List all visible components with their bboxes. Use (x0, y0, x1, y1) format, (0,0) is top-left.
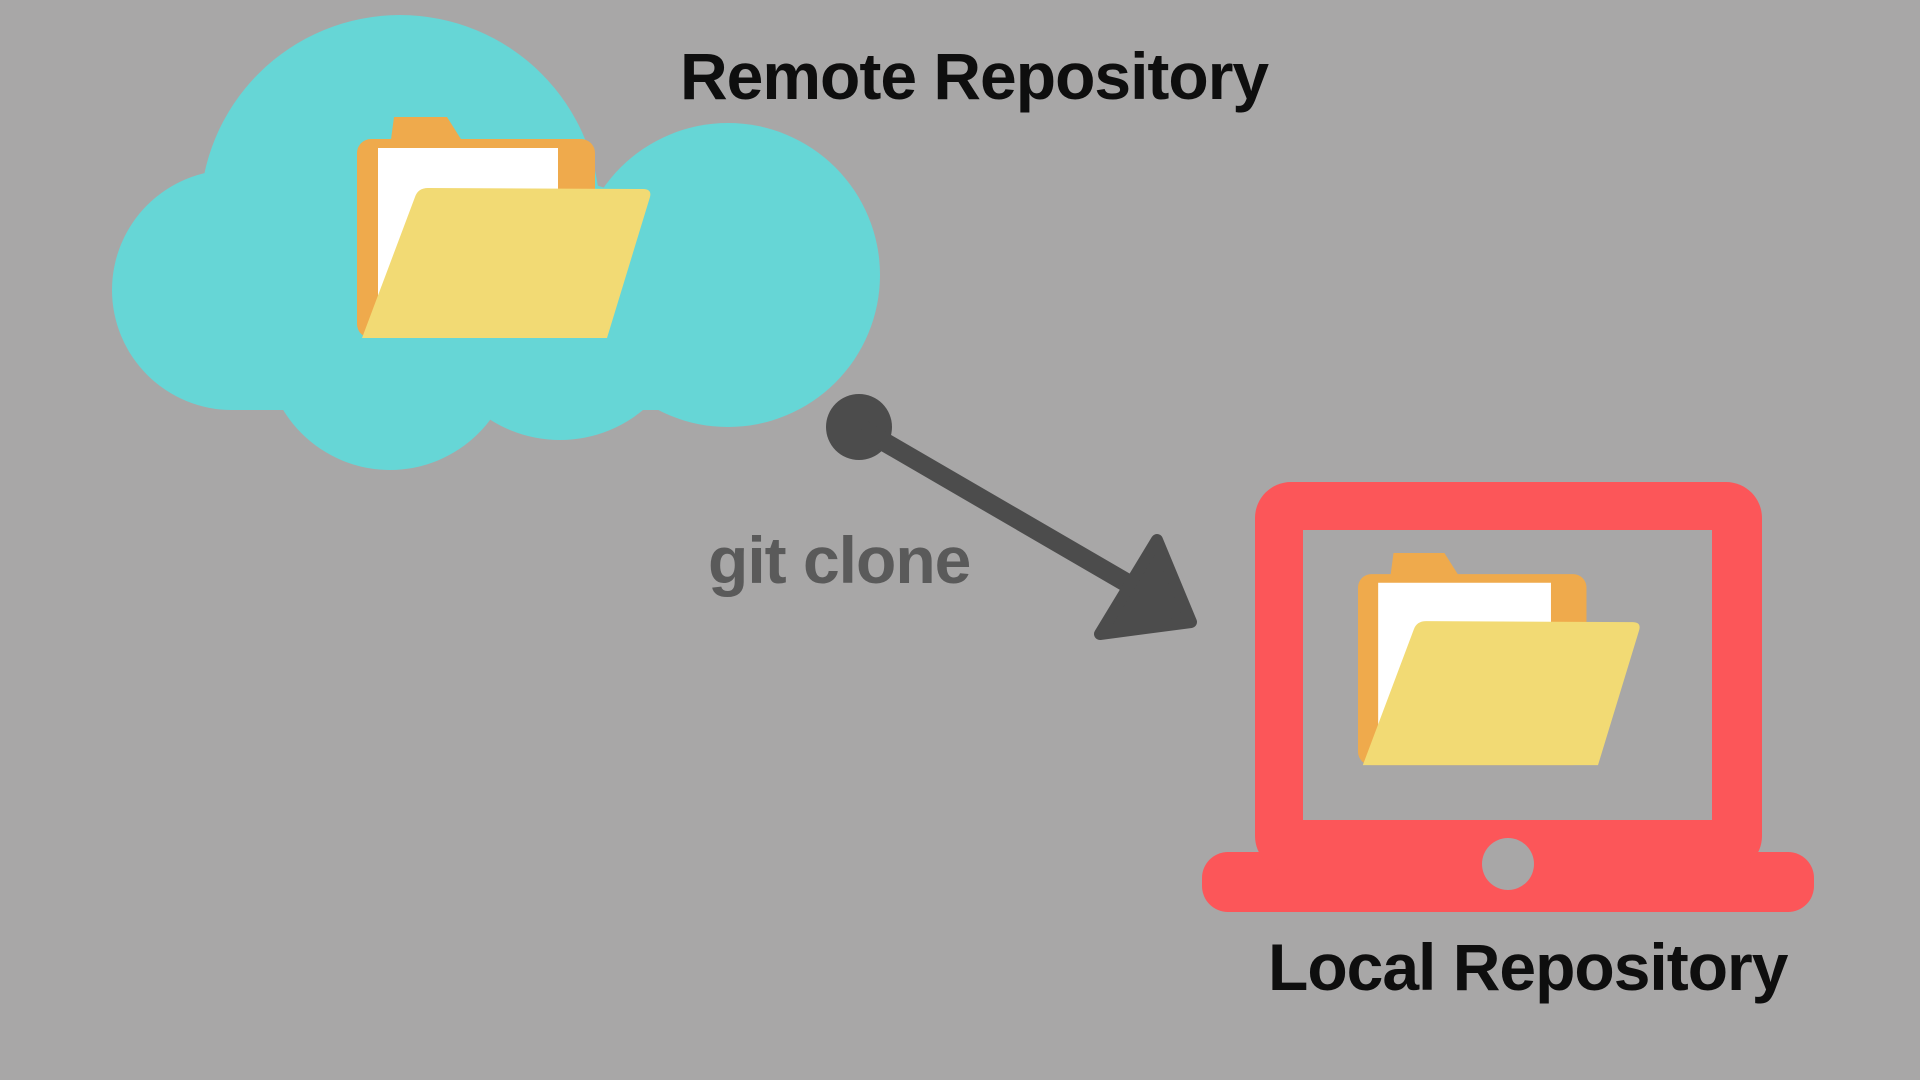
laptop-button (1482, 838, 1534, 890)
remote-repository-title: Remote Repository (680, 39, 1269, 113)
arrow-head (1094, 534, 1197, 640)
arrow-shaft (857, 420, 1151, 603)
local-repository-title: Local Repository (1268, 930, 1788, 1004)
git-clone-label: git clone (708, 523, 971, 597)
remote-folder-icon (357, 117, 651, 338)
arrow-icon (826, 394, 1197, 640)
